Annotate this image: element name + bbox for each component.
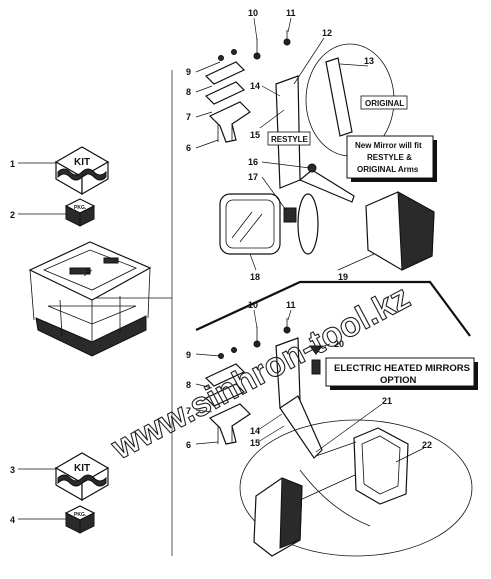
- note-box: New Mirror will fit RESTYLE & ORIGINAL A…: [346, 135, 437, 182]
- callout-14a: 14: [250, 81, 260, 91]
- callout-18: 18: [250, 272, 260, 282]
- heated-mirror-inset: [239, 419, 473, 557]
- callout-9b: 9: [186, 350, 191, 360]
- note-line-1: New Mirror will fit: [355, 141, 422, 150]
- kit-box-bottom: KIT: [54, 452, 110, 502]
- callout-2: 2: [10, 210, 15, 220]
- callout-21: 21: [382, 396, 392, 406]
- callout-22: 22: [422, 440, 432, 450]
- callout-4: 4: [10, 515, 15, 525]
- callout-8a: 8: [186, 87, 191, 97]
- callout-6b: 6: [186, 440, 191, 450]
- callout-14b: 14: [250, 426, 260, 436]
- note-line-3: ORIGINAL Arms: [357, 165, 419, 174]
- callout-17: 17: [248, 172, 258, 182]
- callout-1: 1: [10, 159, 15, 169]
- callout-7a: 7: [186, 112, 191, 122]
- callout-numbers: 1 2 3 4 5 9 8 7 6 10 11 12 13 14 15 16 1…: [10, 8, 432, 525]
- package-box-top: PKG.: [64, 198, 96, 227]
- lower-mount-bracket: [204, 318, 323, 459]
- package-box-bottom: PKG.: [64, 505, 96, 534]
- restyle-label: RESTYLE: [271, 135, 309, 144]
- original-label: ORIGINAL: [365, 99, 404, 108]
- kit-label-top: KIT: [74, 157, 90, 168]
- callout-9a: 9: [186, 67, 191, 77]
- note-line-2: RESTYLE &: [367, 153, 412, 162]
- leader-lines: [18, 17, 425, 520]
- kit-label-bottom: KIT: [74, 463, 90, 474]
- upper-heated-mirror: [307, 163, 435, 271]
- electric-line-2: OPTION: [380, 375, 417, 386]
- callout-12: 12: [322, 28, 332, 38]
- electric-option-box: ELECTRIC HEATED MIRRORS OPTION: [325, 357, 478, 390]
- callout-15a: 15: [250, 130, 260, 140]
- callout-19: 19: [338, 272, 348, 282]
- upper-mount-bracket: [204, 30, 355, 203]
- callout-13: 13: [364, 56, 374, 66]
- upper-flat-mirror: [219, 193, 281, 255]
- callout-3: 3: [10, 465, 15, 475]
- callout-11a: 11: [286, 8, 296, 18]
- electric-line-1: ELECTRIC HEATED MIRRORS: [334, 363, 470, 374]
- callout-5: 5: [86, 266, 91, 276]
- pkg-label-bottom: PKG.: [74, 512, 87, 518]
- callout-15b: 15: [250, 438, 260, 448]
- callout-20: 20: [334, 339, 344, 349]
- callout-10a: 10: [248, 8, 258, 18]
- upper-convex-mirror: [283, 193, 319, 255]
- cab-frame: [28, 241, 152, 357]
- callout-6a: 6: [186, 143, 191, 153]
- callout-10b: 10: [248, 300, 258, 310]
- callout-11b: 11: [286, 300, 296, 310]
- callout-8b: 8: [186, 380, 191, 390]
- kit-box-top: KIT: [54, 146, 110, 196]
- pkg-label-top: PKG.: [74, 205, 87, 211]
- callout-16: 16: [248, 157, 258, 167]
- callout-7b: 7: [186, 406, 191, 416]
- original-arm-inset: ORIGINAL: [305, 43, 408, 157]
